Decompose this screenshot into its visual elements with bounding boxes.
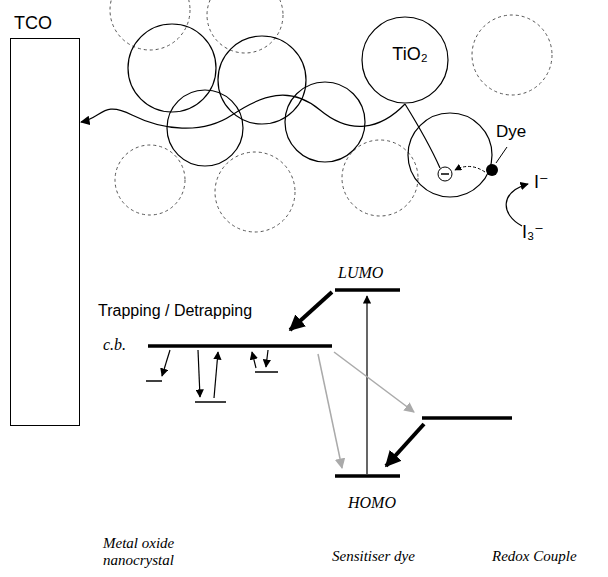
ion-label: I⁻: [534, 172, 549, 193]
particle-circle: TiO₂: [361, 16, 449, 104]
electrode-box: TCO: [10, 12, 80, 426]
tio2-particles: [128, 24, 492, 197]
electron-transport-arrow: [81, 95, 405, 128]
regeneration-arrow: [386, 424, 424, 466]
node-label: TCO: [10, 12, 80, 34]
electrode-outline: [10, 38, 80, 426]
dye-molecule: [486, 164, 498, 176]
process-label: Trapping / Detrapping: [98, 302, 252, 320]
level-label: LUMO: [338, 264, 383, 282]
dye-label: Dye: [496, 122, 526, 142]
column-label: Redox Couple: [492, 548, 577, 565]
injection-arrow: [455, 166, 485, 172]
column-label: Sensitiser dye: [332, 548, 415, 565]
level-label: HOMO: [348, 494, 396, 512]
level-label: c.b.: [103, 336, 126, 354]
trap-states: [146, 372, 278, 402]
injection-bold-arrow: [290, 292, 332, 330]
node-label: TiO₂: [392, 44, 427, 65]
electron-symbol: [438, 167, 452, 181]
recombination-arrow: [334, 352, 414, 412]
electron-path: [405, 104, 440, 168]
column-label: Metal oxide nanocrystal: [103, 535, 199, 570]
trap-arrows: [162, 350, 268, 398]
excitation-arrow: [366, 296, 367, 474]
recombination-arrow: [318, 354, 342, 468]
ion-label: I₃⁻: [522, 222, 544, 243]
redox-arrow: [506, 184, 528, 226]
leader-line: [496, 147, 507, 163]
dashed-particles: [110, 0, 552, 232]
